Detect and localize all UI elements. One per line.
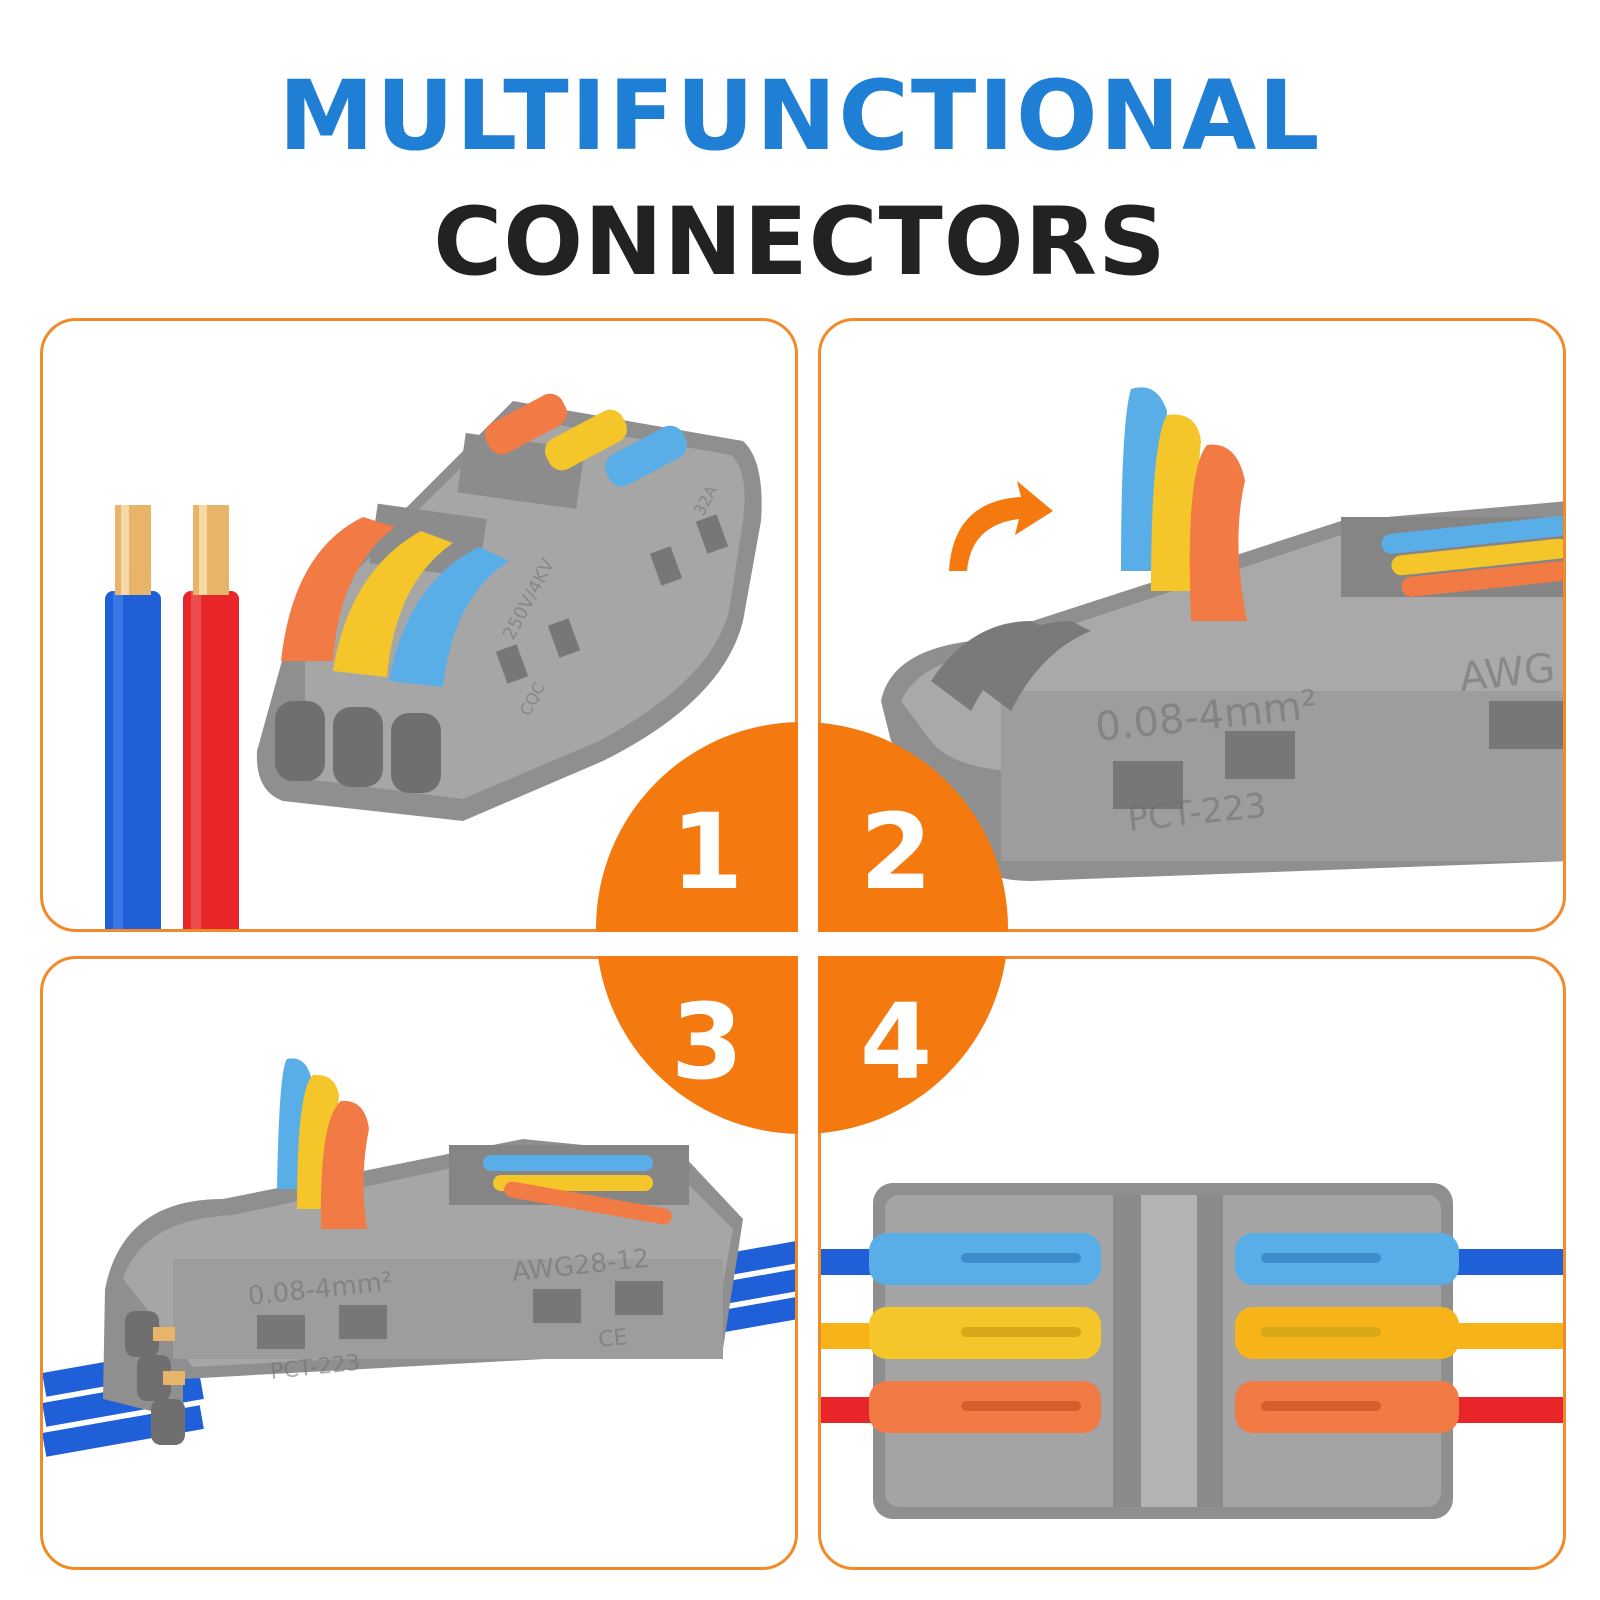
headline-multifunctional: MULTIFUNCTIONAL [278, 60, 1322, 172]
step-number-3: 3 [670, 981, 744, 1103]
marking-ce-3: CE [597, 1325, 629, 1353]
step-number-1: 1 [670, 791, 744, 913]
step-1-illustration: 250V/4KV CQC 32A [105, 393, 762, 929]
connector-top-view [869, 1183, 1459, 1519]
headline-connectors: CONNECTORS [433, 188, 1167, 297]
connector-3-way [256, 393, 762, 821]
step-4-illustration [821, 1183, 1563, 1519]
blue-wire [105, 505, 161, 929]
step-3-illustration: 0.08-4mm² PCT-223 AWG28-12 CE [43, 1058, 795, 1457]
step-number-4: 4 [859, 981, 933, 1103]
marking-awg-partial: AWG [1457, 645, 1557, 701]
connector-levers-open [881, 387, 1563, 881]
step-3-panel: 0.08-4mm² PCT-223 AWG28-12 CE [40, 956, 798, 1570]
badge-divider-vertical [798, 722, 818, 1134]
step-4-panel [818, 956, 1566, 1570]
red-wire [183, 505, 239, 929]
step-number-2: 2 [859, 791, 933, 913]
curved-arrow-icon [949, 481, 1053, 571]
badge-divider-horizontal [596, 932, 1008, 956]
step-2-illustration: 0.08-4mm² PCT-223 AWG [881, 387, 1563, 881]
step-2-panel: 0.08-4mm² PCT-223 AWG [818, 318, 1566, 932]
connector-with-wires [103, 1058, 743, 1445]
step-1-panel: 250V/4KV CQC 32A [40, 318, 798, 932]
